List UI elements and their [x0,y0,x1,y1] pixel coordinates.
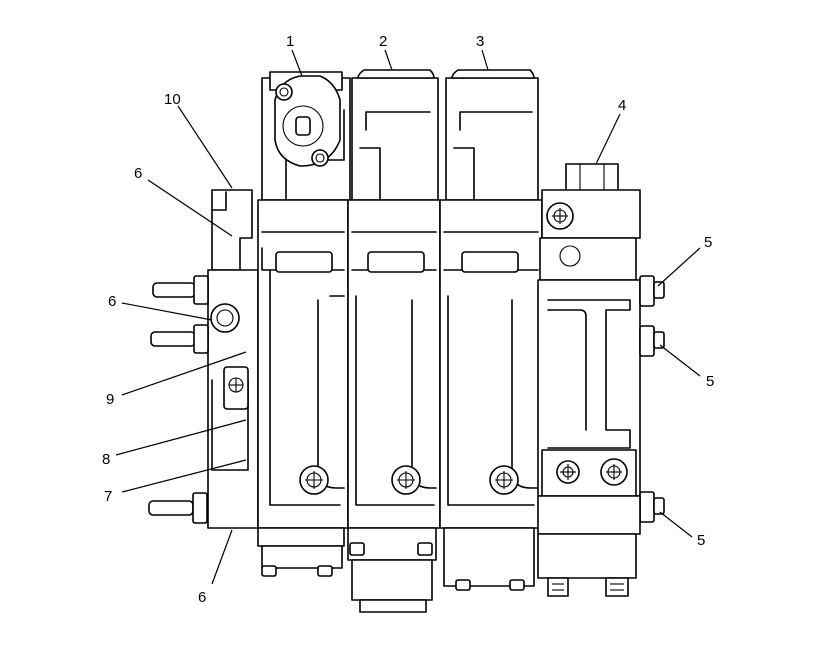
leader-6a [147,179,233,237]
callout-10: 10 [164,91,181,108]
leader-2 [384,49,393,71]
callout-4: 4 [618,97,626,114]
valve-section-3 [439,69,543,591]
valve-section-2 [347,69,441,613]
valve-section-1 [257,71,351,577]
leader-5a [657,247,701,287]
callout-5-middle: 5 [706,373,714,390]
leader-3 [481,49,489,71]
left-end-cover [148,189,259,529]
leader-1 [291,49,303,77]
leader-10 [177,105,233,189]
leader-5c [659,511,693,538]
callout-6-lower: 6 [198,589,206,606]
callout-9: 9 [106,391,114,408]
callout-6-upper: 6 [134,165,142,182]
callout-5-upper: 5 [704,234,712,251]
callout-8: 8 [102,451,110,468]
leader-6b [121,302,213,321]
callout-6-middle: 6 [108,293,116,310]
leader-5b [659,344,701,377]
callout-7: 7 [104,488,112,505]
leader-8 [115,419,247,456]
leader-lines [115,49,701,585]
leader-6c [211,529,233,585]
right-end-section [537,163,665,597]
callout-3: 3 [476,33,484,50]
leader-9 [121,351,247,396]
leader-4 [595,113,621,165]
callout-5-lower: 5 [697,532,705,549]
callout-1: 1 [286,33,294,50]
leader-7 [121,459,247,493]
callout-2: 2 [379,33,387,50]
callout-labels: 1 2 3 4 5 5 5 6 6 6 7 8 9 10 [102,33,714,606]
